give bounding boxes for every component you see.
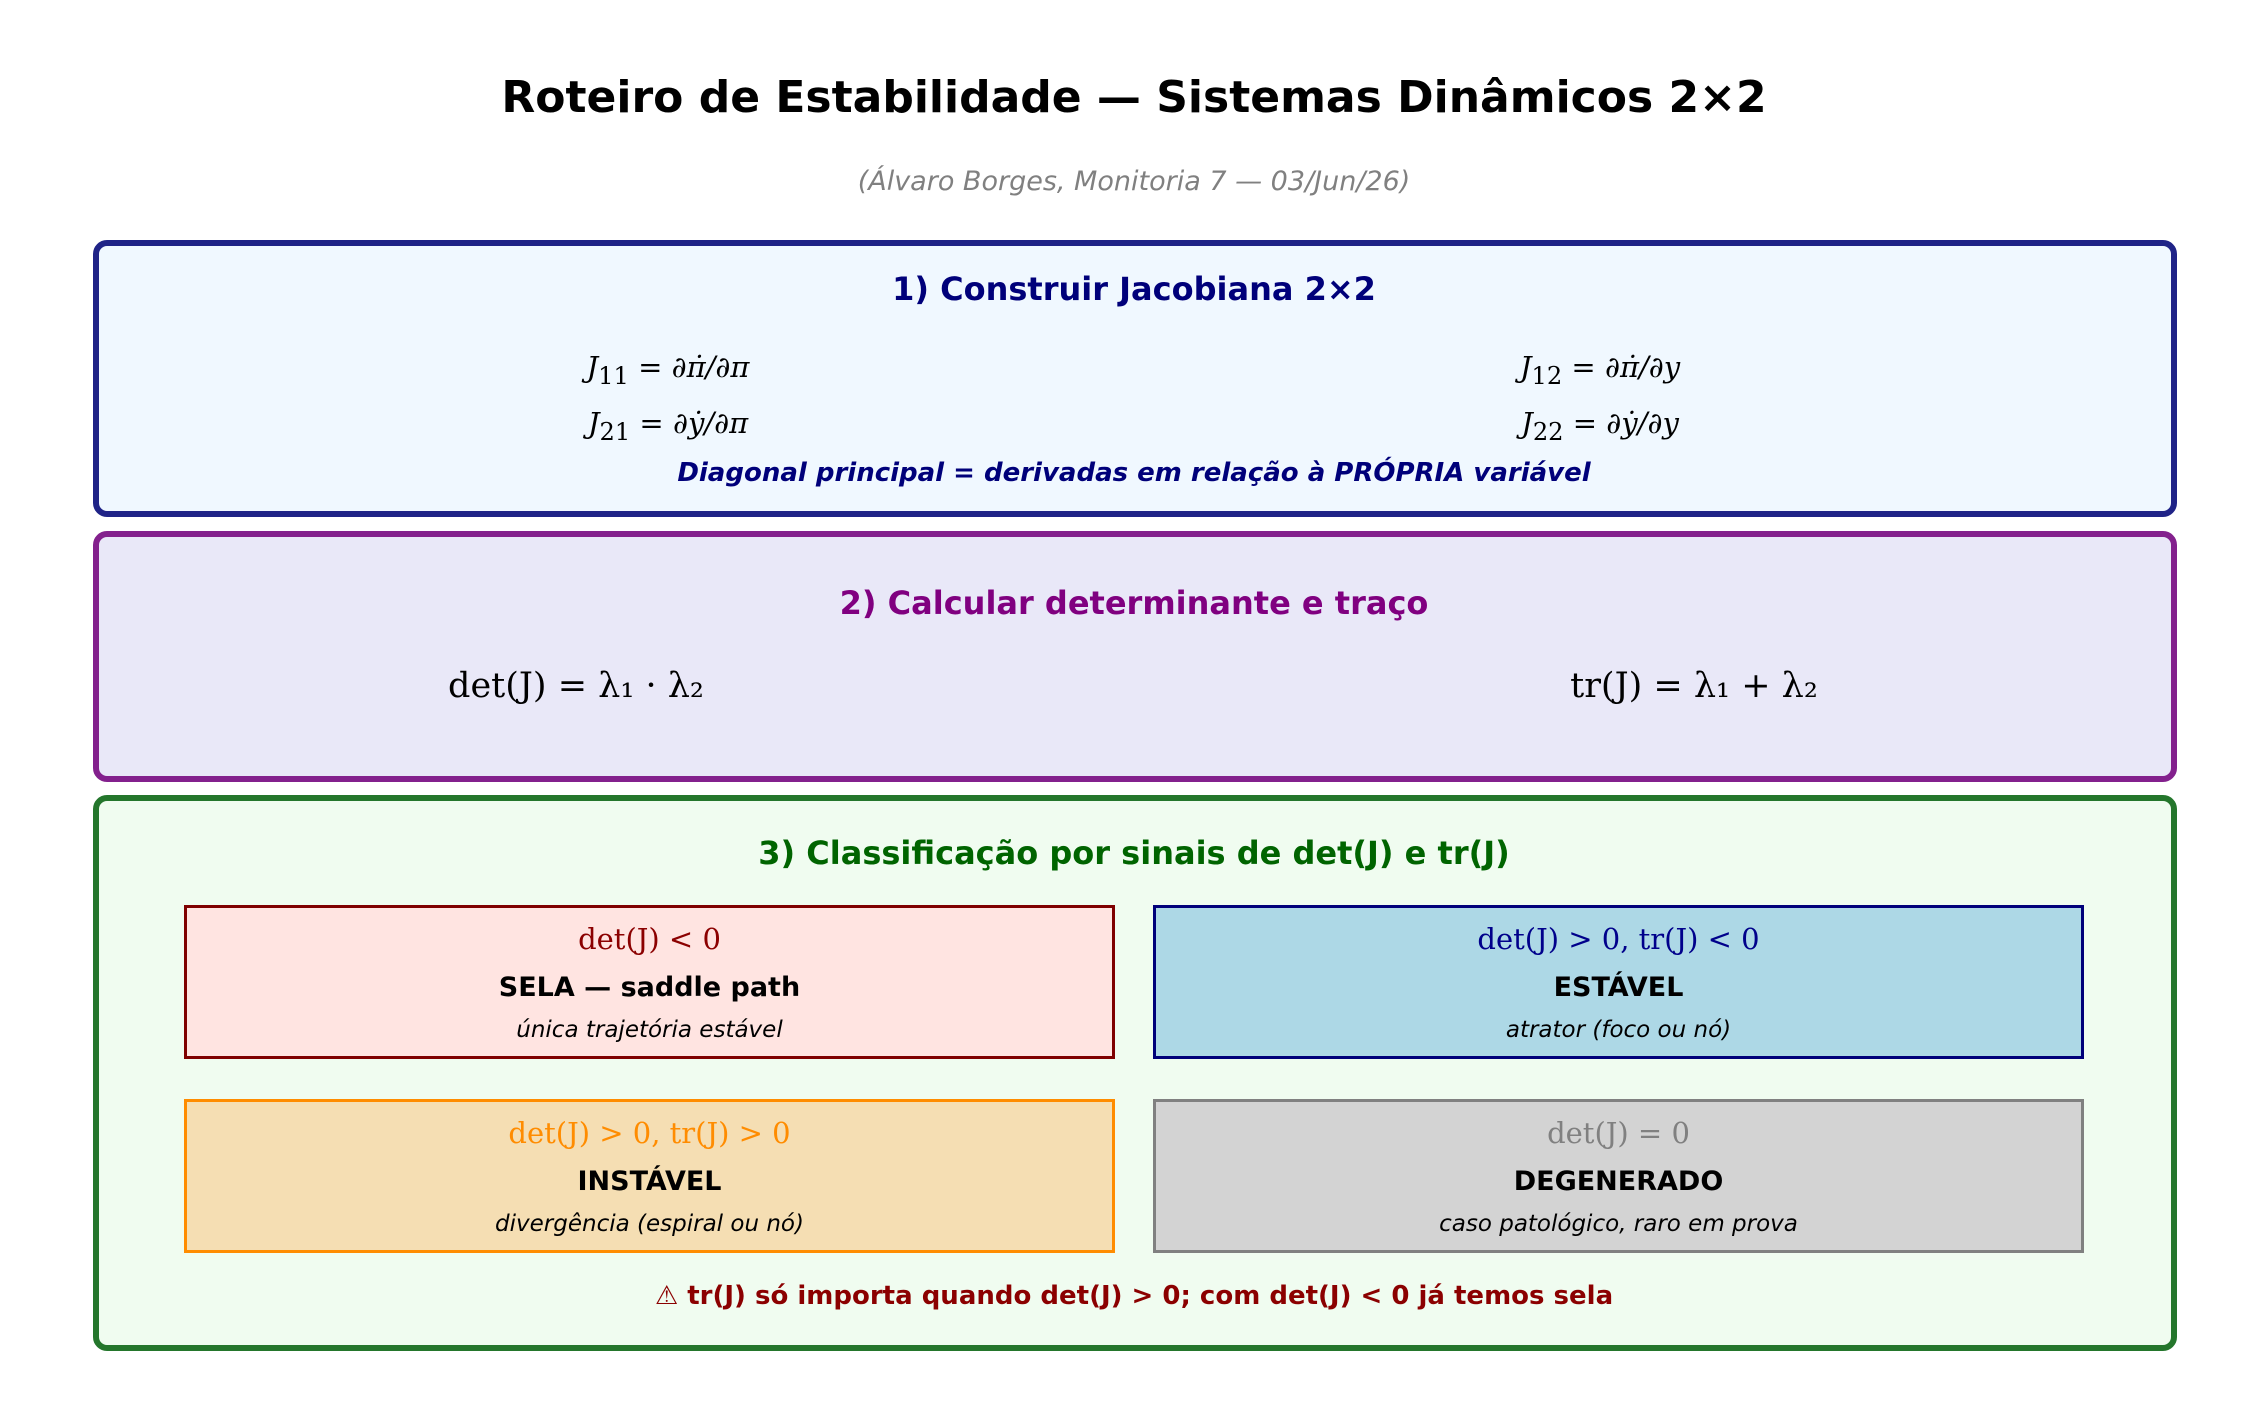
degenerado-description: caso patológico, raro em prova — [1439, 1211, 1798, 1237]
jacobian-panel — [93, 240, 2177, 517]
determinant-trace-panel — [93, 531, 2177, 782]
sela-condition: det(J) < 0 — [578, 922, 721, 956]
jacobian-entry-j21: J21 = ∂ẏ/∂π — [587, 406, 749, 446]
warning-note: ⚠ tr(J) só importa quando det(J) > 0; co… — [654, 1281, 1614, 1311]
jacobian-entry-j11: J11 = ∂π̇/∂π — [586, 350, 750, 390]
estavel-description: atrator (foco ou nó) — [1505, 1017, 1732, 1043]
page-title: Roteiro de Estabilidade — Sistemas Dinâm… — [501, 72, 1767, 123]
trace-formula: tr(J) = λ₁ + λ₂ — [1570, 666, 1818, 706]
estavel-label: ESTÁVEL — [1553, 972, 1684, 1003]
classification-box-instavel: det(J) > 0, tr(J) > 0 INSTÁVEL divergênc… — [184, 1099, 1115, 1253]
degenerado-label: DEGENERADO — [1513, 1166, 1724, 1197]
page-subtitle: (Álvaro Borges, Monitoria 7 — 03/Jun/26) — [857, 166, 1411, 197]
classification-box-degenerado: det(J) = 0 DEGENERADO caso patológico, r… — [1153, 1099, 2084, 1253]
determinant-trace-panel-title: 2) Calcular determinante e traço — [839, 584, 1429, 622]
diagonal-note: Diagonal principal = derivadas em relaçã… — [677, 458, 1591, 488]
instavel-label: INSTÁVEL — [577, 1166, 722, 1197]
classification-box-estavel: det(J) > 0, tr(J) < 0 ESTÁVEL atrator (f… — [1153, 905, 2084, 1059]
sela-description: única trajetória estável — [516, 1017, 783, 1043]
instavel-condition: det(J) > 0, tr(J) > 0 — [508, 1116, 791, 1150]
determinant-formula: det(J) = λ₁ · λ₂ — [448, 666, 704, 706]
instavel-description: divergência (espiral ou nó) — [495, 1211, 804, 1237]
classification-box-sela: det(J) < 0 SELA — saddle path única traj… — [184, 905, 1115, 1059]
degenerado-condition: det(J) = 0 — [1547, 1116, 1690, 1150]
jacobian-entry-j22: J22 = ∂ẏ/∂y — [1521, 406, 1679, 446]
jacobian-panel-title: 1) Construir Jacobiana 2×2 — [892, 270, 1376, 308]
classification-panel-title: 3) Classificação por sinais de det(J) e … — [758, 834, 1510, 872]
jacobian-entry-j12: J12 = ∂π̇/∂y — [1519, 350, 1681, 390]
classification-panel — [93, 795, 2177, 1351]
sela-label: SELA — saddle path — [498, 972, 801, 1003]
estavel-condition: det(J) > 0, tr(J) < 0 — [1477, 922, 1760, 956]
